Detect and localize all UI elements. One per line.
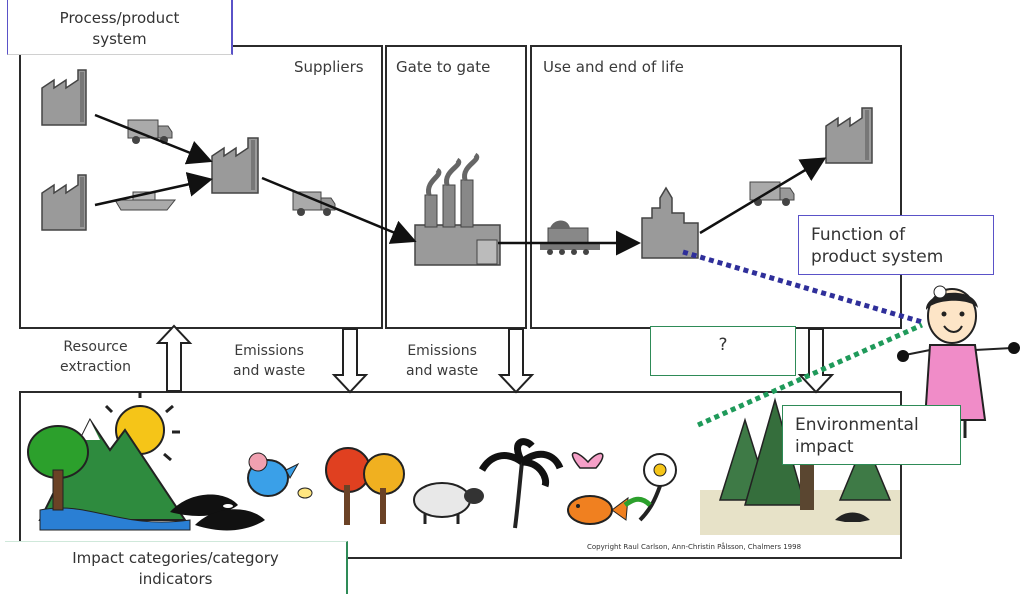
factory-icon xyxy=(41,174,87,231)
flow-arrow xyxy=(94,113,213,165)
resource-extraction-arrow xyxy=(155,324,193,392)
train-icon xyxy=(540,220,600,255)
resource-extraction-label: Resource extraction xyxy=(60,339,131,375)
copyright-text: Copyright Raul Carlson, Ann-Christin Pål… xyxy=(587,543,802,551)
emissions-arrow xyxy=(497,328,535,394)
use-phase-arrow xyxy=(797,328,835,394)
sun-mountain-tree-icon xyxy=(27,392,191,531)
function-connector-dotted-line xyxy=(682,249,923,325)
environmental-impact-box: Environmental impact xyxy=(782,405,961,465)
environment-box xyxy=(19,391,902,559)
gate-to-gate-label: Gate to gate xyxy=(396,58,491,76)
suppliers-label: Suppliers xyxy=(294,58,364,76)
truck-icon xyxy=(127,119,173,144)
emissions-waste-label: Emissions and waste xyxy=(406,343,479,379)
flow-arrow xyxy=(699,157,827,235)
factory-icon xyxy=(211,137,259,194)
emissions-waste-label: Emissions and waste xyxy=(233,343,306,379)
flow-arrow xyxy=(94,172,213,207)
butterfly-fish-icon xyxy=(567,452,629,525)
city-buildings-icon xyxy=(641,186,699,259)
autumn-trees-icon xyxy=(325,447,405,525)
truck-icon xyxy=(749,181,795,206)
flow-arrow xyxy=(261,176,417,244)
flower-icon xyxy=(623,453,677,522)
emissions-arrow xyxy=(331,328,369,394)
impact-connector-dotted-line xyxy=(696,322,924,428)
gate-to-gate-stage-box xyxy=(385,45,527,329)
process-system-tag: Process/product system xyxy=(7,0,233,55)
ship-icon xyxy=(114,191,177,211)
orca-icon xyxy=(170,494,265,531)
unknown-impact-box: ? xyxy=(650,326,796,376)
question-mark: ? xyxy=(718,335,728,355)
person-icon xyxy=(897,285,1020,438)
industrial-plant-icon xyxy=(414,152,501,266)
factory-icon xyxy=(825,107,873,164)
palm-tree-icon xyxy=(478,438,564,529)
impact-categories-tag: Impact categories/category indicators xyxy=(5,541,348,594)
truck-icon xyxy=(292,191,336,216)
factory-icon xyxy=(41,69,87,126)
bird-icon xyxy=(247,452,313,499)
sheep-icon xyxy=(413,482,484,524)
use-end-of-life-label: Use and end of life xyxy=(543,58,684,76)
function-label-box: Function of product system xyxy=(798,215,994,275)
